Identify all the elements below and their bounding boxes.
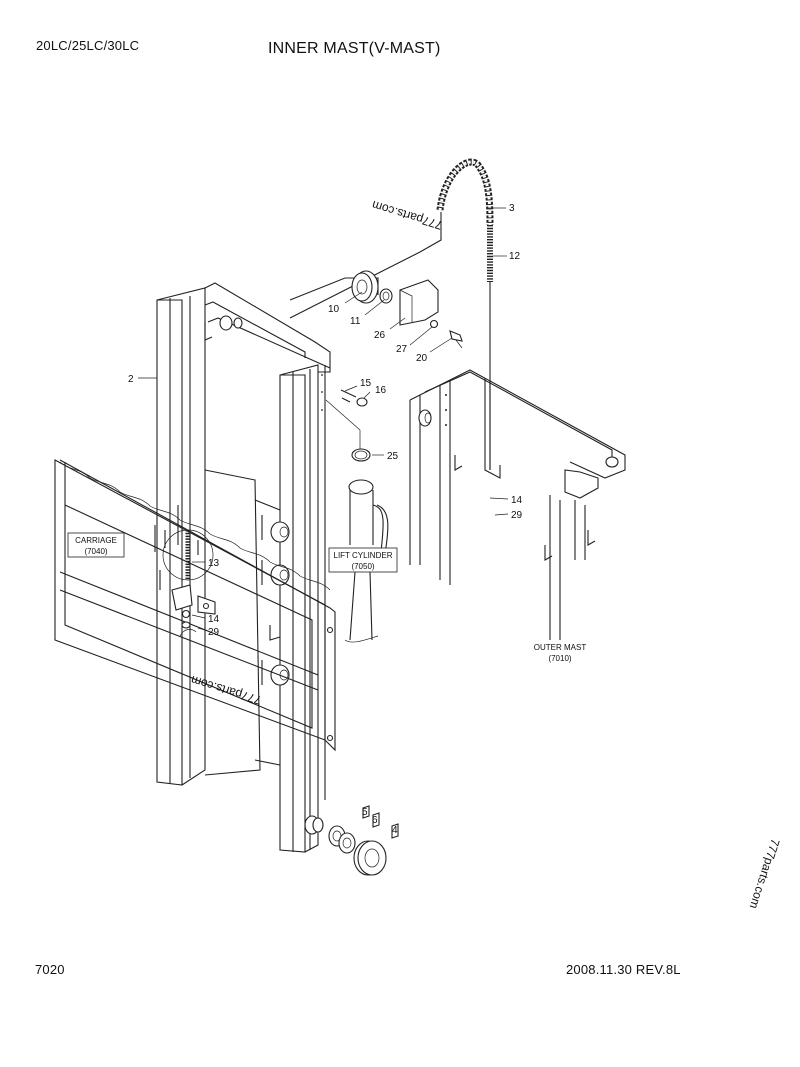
part-number-26: 26 bbox=[374, 330, 386, 341]
part-number-6: 6 bbox=[372, 815, 378, 826]
part-number-5: 5 bbox=[362, 807, 368, 818]
chain-sheave-assembly bbox=[289, 270, 463, 349]
part-number-2: 2 bbox=[128, 374, 134, 385]
part-number-16: 16 bbox=[375, 385, 387, 396]
watermark-top: 777parts.com bbox=[370, 198, 444, 233]
carriage-reference-code: (7040) bbox=[84, 547, 107, 556]
part-number-29-outer: 29 bbox=[511, 510, 523, 521]
part-number-13: 13 bbox=[208, 558, 220, 569]
carriage-reference-box: CARRIAGE (7040) bbox=[67, 532, 125, 558]
part-number-3: 3 bbox=[509, 203, 515, 214]
part-number-labels: 2 3 12 10 11 26 27 20 15 16 25 14 29 13 … bbox=[128, 203, 523, 836]
lift-cylinder-reference-box: LIFT CYLINDER (7050) bbox=[328, 547, 398, 573]
inner-mast bbox=[156, 282, 331, 853]
carriage bbox=[54, 459, 336, 752]
part-number-14-outer: 14 bbox=[511, 495, 523, 506]
outer-mast-reference-code: (7010) bbox=[548, 654, 571, 663]
part-number-11: 11 bbox=[350, 316, 361, 327]
lift-cylinder bbox=[325, 389, 389, 643]
carriage-reference-name: CARRIAGE bbox=[75, 536, 117, 545]
part-number-29-carriage: 29 bbox=[208, 627, 220, 638]
part-number-27: 27 bbox=[396, 344, 408, 355]
part-number-4: 4 bbox=[392, 825, 398, 836]
part-number-10: 10 bbox=[328, 304, 340, 315]
part-number-15: 15 bbox=[360, 378, 372, 389]
lower-roller-assembly bbox=[304, 805, 399, 876]
part-number-20: 20 bbox=[416, 353, 428, 364]
lift-cylinder-reference-name: LIFT CYLINDER bbox=[334, 551, 393, 560]
carriage-chain-anchor bbox=[162, 529, 216, 637]
model-label: 20LC/25LC/30LC bbox=[36, 38, 140, 53]
page-title: INNER MAST(V-MAST) bbox=[268, 40, 441, 57]
date-revision: 2008.11.30 REV.8L bbox=[566, 962, 681, 977]
page-number: 7020 bbox=[35, 962, 65, 977]
outer-mast-reference-label: OUTER MAST (7010) bbox=[534, 643, 587, 663]
lift-cylinder-reference-code: (7050) bbox=[351, 562, 374, 571]
part-number-12: 12 bbox=[509, 251, 521, 262]
watermark-middle: 777parts.com bbox=[189, 673, 263, 708]
part-number-14-carriage: 14 bbox=[208, 614, 220, 625]
leader-lines bbox=[138, 207, 509, 631]
outer-mast-reference-name: OUTER MAST bbox=[534, 643, 587, 652]
part-number-25: 25 bbox=[387, 451, 399, 462]
watermark-right: 777parts.com bbox=[747, 837, 783, 910]
